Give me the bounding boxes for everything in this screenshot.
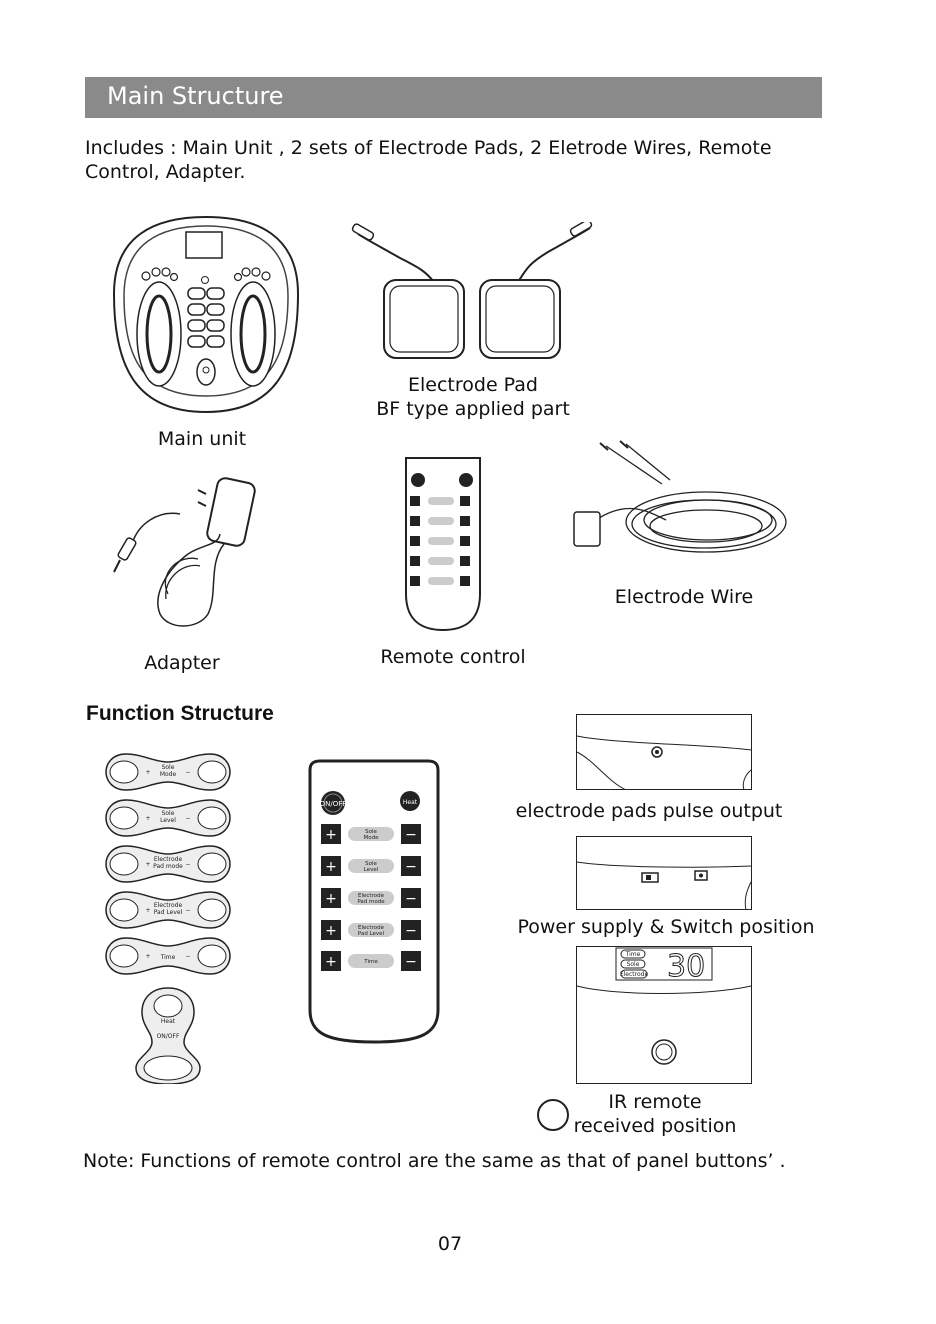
section-title: Main Structure	[107, 82, 284, 110]
display-ir-detail: Time Sole Electrode 30	[576, 946, 752, 1084]
heat-button-remote-label: Heat	[403, 799, 418, 806]
section-header-bar: Main Structure	[85, 77, 822, 118]
electrode-pads-illustration	[351, 222, 593, 359]
svg-text:−: −	[185, 907, 190, 914]
svg-text:−: −	[405, 827, 417, 843]
svg-text:+: +	[325, 859, 337, 875]
ir-receiver-icon	[537, 1099, 569, 1131]
remote-row-2-label-a: Sole	[365, 861, 377, 867]
main-unit-illustration	[112, 215, 300, 414]
ir-caption-line2: received position	[573, 1115, 737, 1137]
ir-caption-line1: IR remote	[608, 1091, 702, 1113]
heat-button-label-a: Heat	[161, 1018, 176, 1025]
svg-text:−: −	[405, 891, 417, 907]
onoff-button-label: ON/OFF	[320, 800, 347, 808]
panel-button-sole-mode	[105, 753, 231, 791]
panel-button-4-label-a: Electrode	[154, 902, 183, 909]
svg-text:+: +	[145, 907, 150, 914]
heat-button-label-b: ON/OFF	[157, 1033, 180, 1040]
svg-text:−: −	[185, 769, 190, 776]
display-digits: 30	[667, 949, 705, 984]
electrode-wire-caption: Electrode Wire	[614, 586, 754, 608]
main-unit-caption: Main unit	[157, 428, 247, 450]
pulse-output-caption: electrode pads pulse output	[515, 800, 783, 822]
remote-control-detail: ON/OFF Heat + − + − + − + − + − Sole Mode Sol…	[308, 759, 440, 1044]
panel-button-5-label-a: Time	[160, 954, 176, 961]
remote-control-caption: Remote control	[380, 646, 526, 668]
remote-control-illustration	[405, 457, 481, 632]
svg-text:+: +	[145, 815, 150, 822]
panel-button-1-label-b: Mode	[160, 771, 177, 778]
adapter-caption: Adapter	[144, 652, 220, 674]
svg-text:−: −	[405, 954, 417, 970]
svg-text:−: −	[185, 815, 190, 822]
remote-row-4-label-a: Electrode	[358, 925, 385, 931]
svg-text:+: +	[325, 923, 337, 939]
svg-text:+: +	[325, 827, 337, 843]
remote-row-5-label-a: Time	[363, 959, 378, 965]
remote-row-4-label-b: Pad Level	[358, 931, 385, 937]
remote-row-1-label-a: Sole	[365, 829, 377, 835]
function-structure-title: Function Structure	[86, 702, 274, 725]
panel-buttons-illustration: + − + − + − + − + − Sole Mode Sole Level Elec…	[105, 753, 231, 1084]
display-label-electrode: Electrode	[620, 971, 649, 978]
electrode-pad-caption-line2: BF type applied part	[376, 398, 570, 420]
svg-text:+: +	[325, 954, 337, 970]
page-number: 07	[437, 1233, 463, 1255]
panel-button-2-label-b: Level	[160, 817, 176, 824]
svg-text:−: −	[405, 923, 417, 939]
remote-row-2-label-b: Level	[364, 867, 379, 873]
electrode-pad-caption: Electrode Pad BF type applied part	[360, 373, 586, 421]
power-switch-detail	[576, 836, 752, 910]
power-switch-caption: Power supply & Switch position	[517, 916, 815, 938]
remote-row-3-label-b: Pad mode	[357, 899, 385, 905]
ir-caption: IR remote received position	[570, 1090, 740, 1138]
svg-text:−: −	[185, 953, 190, 960]
display-label-time: Time	[625, 951, 641, 958]
svg-text:+: +	[145, 769, 150, 776]
pulse-output-detail	[576, 714, 752, 790]
svg-text:−: −	[185, 861, 190, 868]
adapter-illustration	[113, 477, 256, 627]
panel-button-1-label-a: Sole	[162, 764, 175, 771]
remote-row-3-label-a: Electrode	[358, 893, 385, 899]
svg-text:+: +	[145, 953, 150, 960]
svg-text:+: +	[325, 891, 337, 907]
remote-row-1-label-b: Mode	[364, 835, 380, 841]
panel-button-3-label-b: Pad mode	[153, 863, 183, 870]
includes-text: Includes : Main Unit , 2 sets of Electro…	[85, 137, 772, 183]
svg-text:+: +	[145, 861, 150, 868]
svg-text:−: −	[405, 859, 417, 875]
electrode-pad-caption-line1: Electrode Pad	[408, 374, 538, 396]
note-text: Note: Functions of remote control are th…	[83, 1150, 786, 1172]
panel-button-4-label-b: Pad Level	[154, 909, 183, 916]
electrode-wire-illustration	[573, 440, 787, 553]
display-label-sole: Sole	[627, 961, 640, 968]
panel-button-2-label-a: Sole	[162, 810, 175, 817]
panel-button-3-label-a: Electrode	[154, 856, 183, 863]
